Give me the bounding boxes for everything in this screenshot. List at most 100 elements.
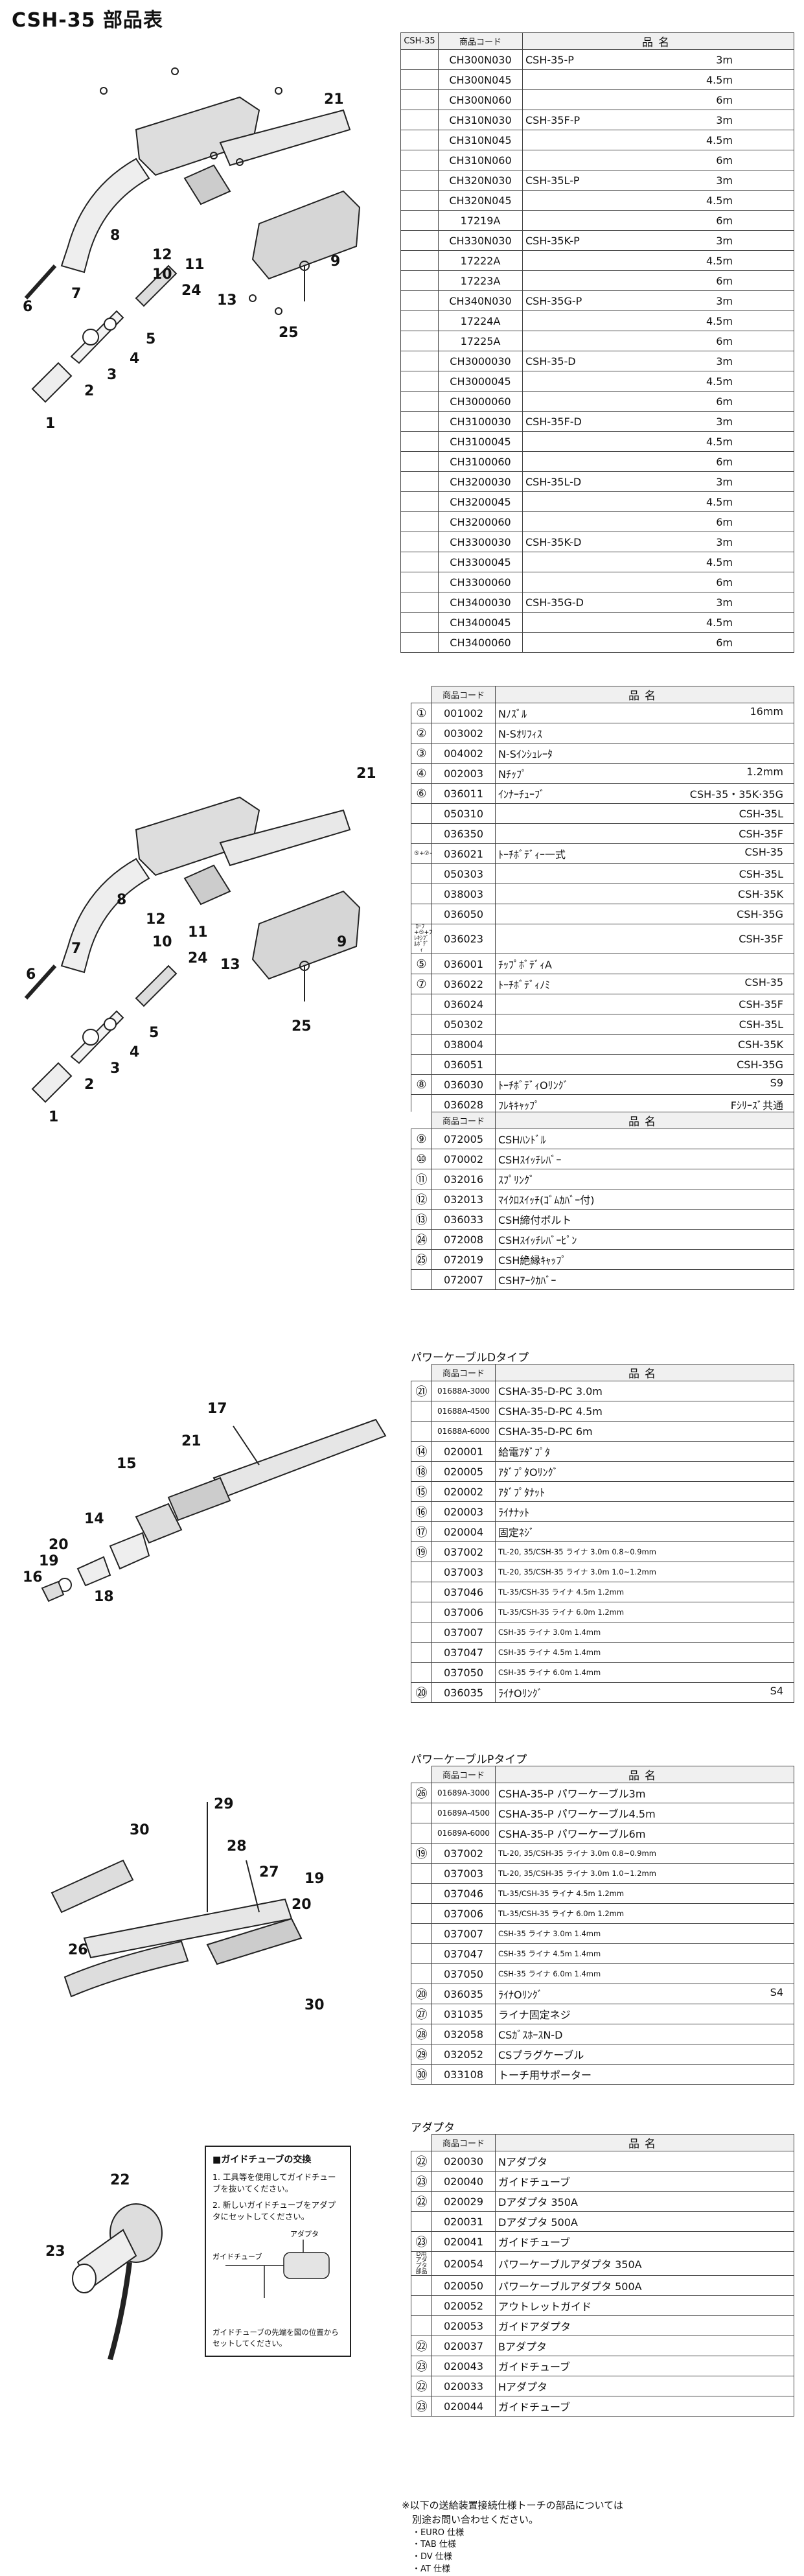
- part-name: ガイドアダプタ: [498, 2321, 571, 2333]
- part-name: ﾄｰﾁﾎﾞﾃﾞｨｰ一式: [498, 849, 566, 861]
- part-name: Nﾁｯﾌﾟ: [498, 768, 527, 780]
- fig3-label-14: 14: [84, 1511, 104, 1527]
- part-code: 01689A-3000: [431, 1783, 496, 1803]
- part-name: TL-20, 35/CSH-35 ライナ 3.0m 1.0~1.2mm: [498, 1567, 656, 1576]
- part-index: ⑰: [415, 1526, 428, 1540]
- part-name: ｱﾀﾞﾌﾟﾀOﾘﾝｸﾞ: [498, 1466, 558, 1479]
- fig2-label-8: 8: [117, 892, 126, 908]
- part-index: ㉓: [415, 2400, 428, 2414]
- fig1-label-2: 2: [84, 383, 94, 399]
- part-code: 038004: [431, 1034, 496, 1055]
- part-length: 4.5m: [706, 435, 733, 448]
- part-length: 6m: [716, 395, 733, 408]
- part-code: 036350: [431, 823, 496, 844]
- footnote-item-dv: ・DV 仕様: [412, 2552, 452, 2562]
- power-cable-d-diagram: 17 21 15 14 20 19 16 18: [23, 1401, 387, 1605]
- footnote-item-tab: ・TAB 仕様: [412, 2540, 456, 2550]
- part-index: ㉚: [415, 2068, 428, 2082]
- t4-header-code: 商品コード: [431, 1364, 496, 1381]
- part-name: CSHA-35-P パワーケーブル4.5m: [498, 1808, 656, 1820]
- part-name: ｽﾌﾟﾘﾝｸﾞ: [498, 1174, 535, 1186]
- part-code: 004002: [431, 743, 496, 764]
- part-name: TL-35/CSH-35 ライナ 6.0m 1.2mm: [498, 1608, 625, 1617]
- fig2-label-3: 3: [110, 1060, 120, 1077]
- part-code: 038003: [431, 884, 496, 904]
- part-index: ㉒: [415, 2380, 428, 2394]
- fig4-label-30: 30: [130, 1822, 150, 1838]
- part-name: Hアダプタ: [498, 2381, 548, 2393]
- part-code: 020043: [431, 2356, 496, 2376]
- t1-header-name: 品名: [522, 32, 794, 50]
- part-name: CSHA-35-D-PC 3.0m: [498, 1385, 603, 1398]
- cable-shape: [219, 109, 351, 167]
- part-name: CSH-35F-D: [525, 415, 582, 428]
- part-index: ⑧: [416, 1077, 427, 1092]
- part-spec: CSH-35K: [738, 887, 783, 900]
- part-name: CSHﾊﾝﾄﾞﾙ: [498, 1134, 546, 1146]
- part-code: 036022: [431, 974, 496, 994]
- part-length: 4.5m: [706, 495, 733, 508]
- part-name: TL-35/CSH-35 ライナ 4.5m 1.2mm: [498, 1587, 625, 1597]
- part-code: 020030: [431, 2151, 496, 2172]
- part-index: ㉔: [415, 1234, 428, 1247]
- fig1-label-10: 10: [152, 266, 172, 283]
- part-name: TL-35/CSH-35 ライナ 6.0m 1.2mm: [498, 1909, 625, 1918]
- part-code: 01688A-3000: [431, 1381, 496, 1401]
- part-index: ｶｰﾌﾞ+⑤+ﾌﾚｷｼﾌﾞﾙﾎﾞﾃﾞｨ: [414, 924, 432, 954]
- part-index: ㉓: [415, 2236, 428, 2249]
- fig2-label-1: 1: [49, 1109, 58, 1125]
- part-index: ㉖: [415, 1787, 428, 1801]
- part-code: 072005: [431, 1129, 496, 1149]
- part-index: ⑨: [416, 1132, 427, 1146]
- part-spec: CSH-35L: [739, 867, 783, 880]
- part-index: ⑤: [416, 957, 427, 971]
- part-name: TL-20, 35/CSH-35 ライナ 3.0m 0.8~0.9mm: [498, 1547, 656, 1556]
- part-index: ④: [416, 766, 427, 780]
- fig3-label-21: 21: [181, 1433, 201, 1449]
- part-index: ㉑: [415, 1385, 428, 1399]
- fig3-label-19: 19: [39, 1553, 59, 1569]
- t5-header-code: 商品コード: [431, 1766, 496, 1783]
- part-name: ﾌﾚｷｷｬｯﾌﾟ: [498, 1099, 540, 1112]
- part-name: N-Sｲﾝｼｭﾚｰﾀ: [498, 748, 553, 760]
- part-index: ⑮: [415, 1486, 428, 1499]
- part-code: 037003: [431, 1863, 496, 1884]
- part-name: N-Sｵﾘﾌｨｽ: [498, 728, 542, 740]
- part-code: 033108: [431, 2064, 496, 2085]
- fig1-label-24: 24: [181, 283, 201, 299]
- part-length: 3m: [716, 415, 733, 428]
- part-length: 4.5m: [706, 134, 733, 146]
- part-index: ⑳: [415, 1687, 428, 1700]
- fig4-label-29: 29: [214, 1796, 234, 1812]
- fig1-label-3: 3: [107, 367, 117, 383]
- part-index: ㉕: [415, 1254, 428, 1267]
- part-name: CSHA-35-D-PC 4.5m: [498, 1405, 603, 1418]
- part-code: 020029: [431, 2191, 496, 2212]
- power-cable-d-title: パワーケーブルDタイプ: [411, 1352, 529, 1364]
- fig4-label-20: 20: [292, 1897, 312, 1913]
